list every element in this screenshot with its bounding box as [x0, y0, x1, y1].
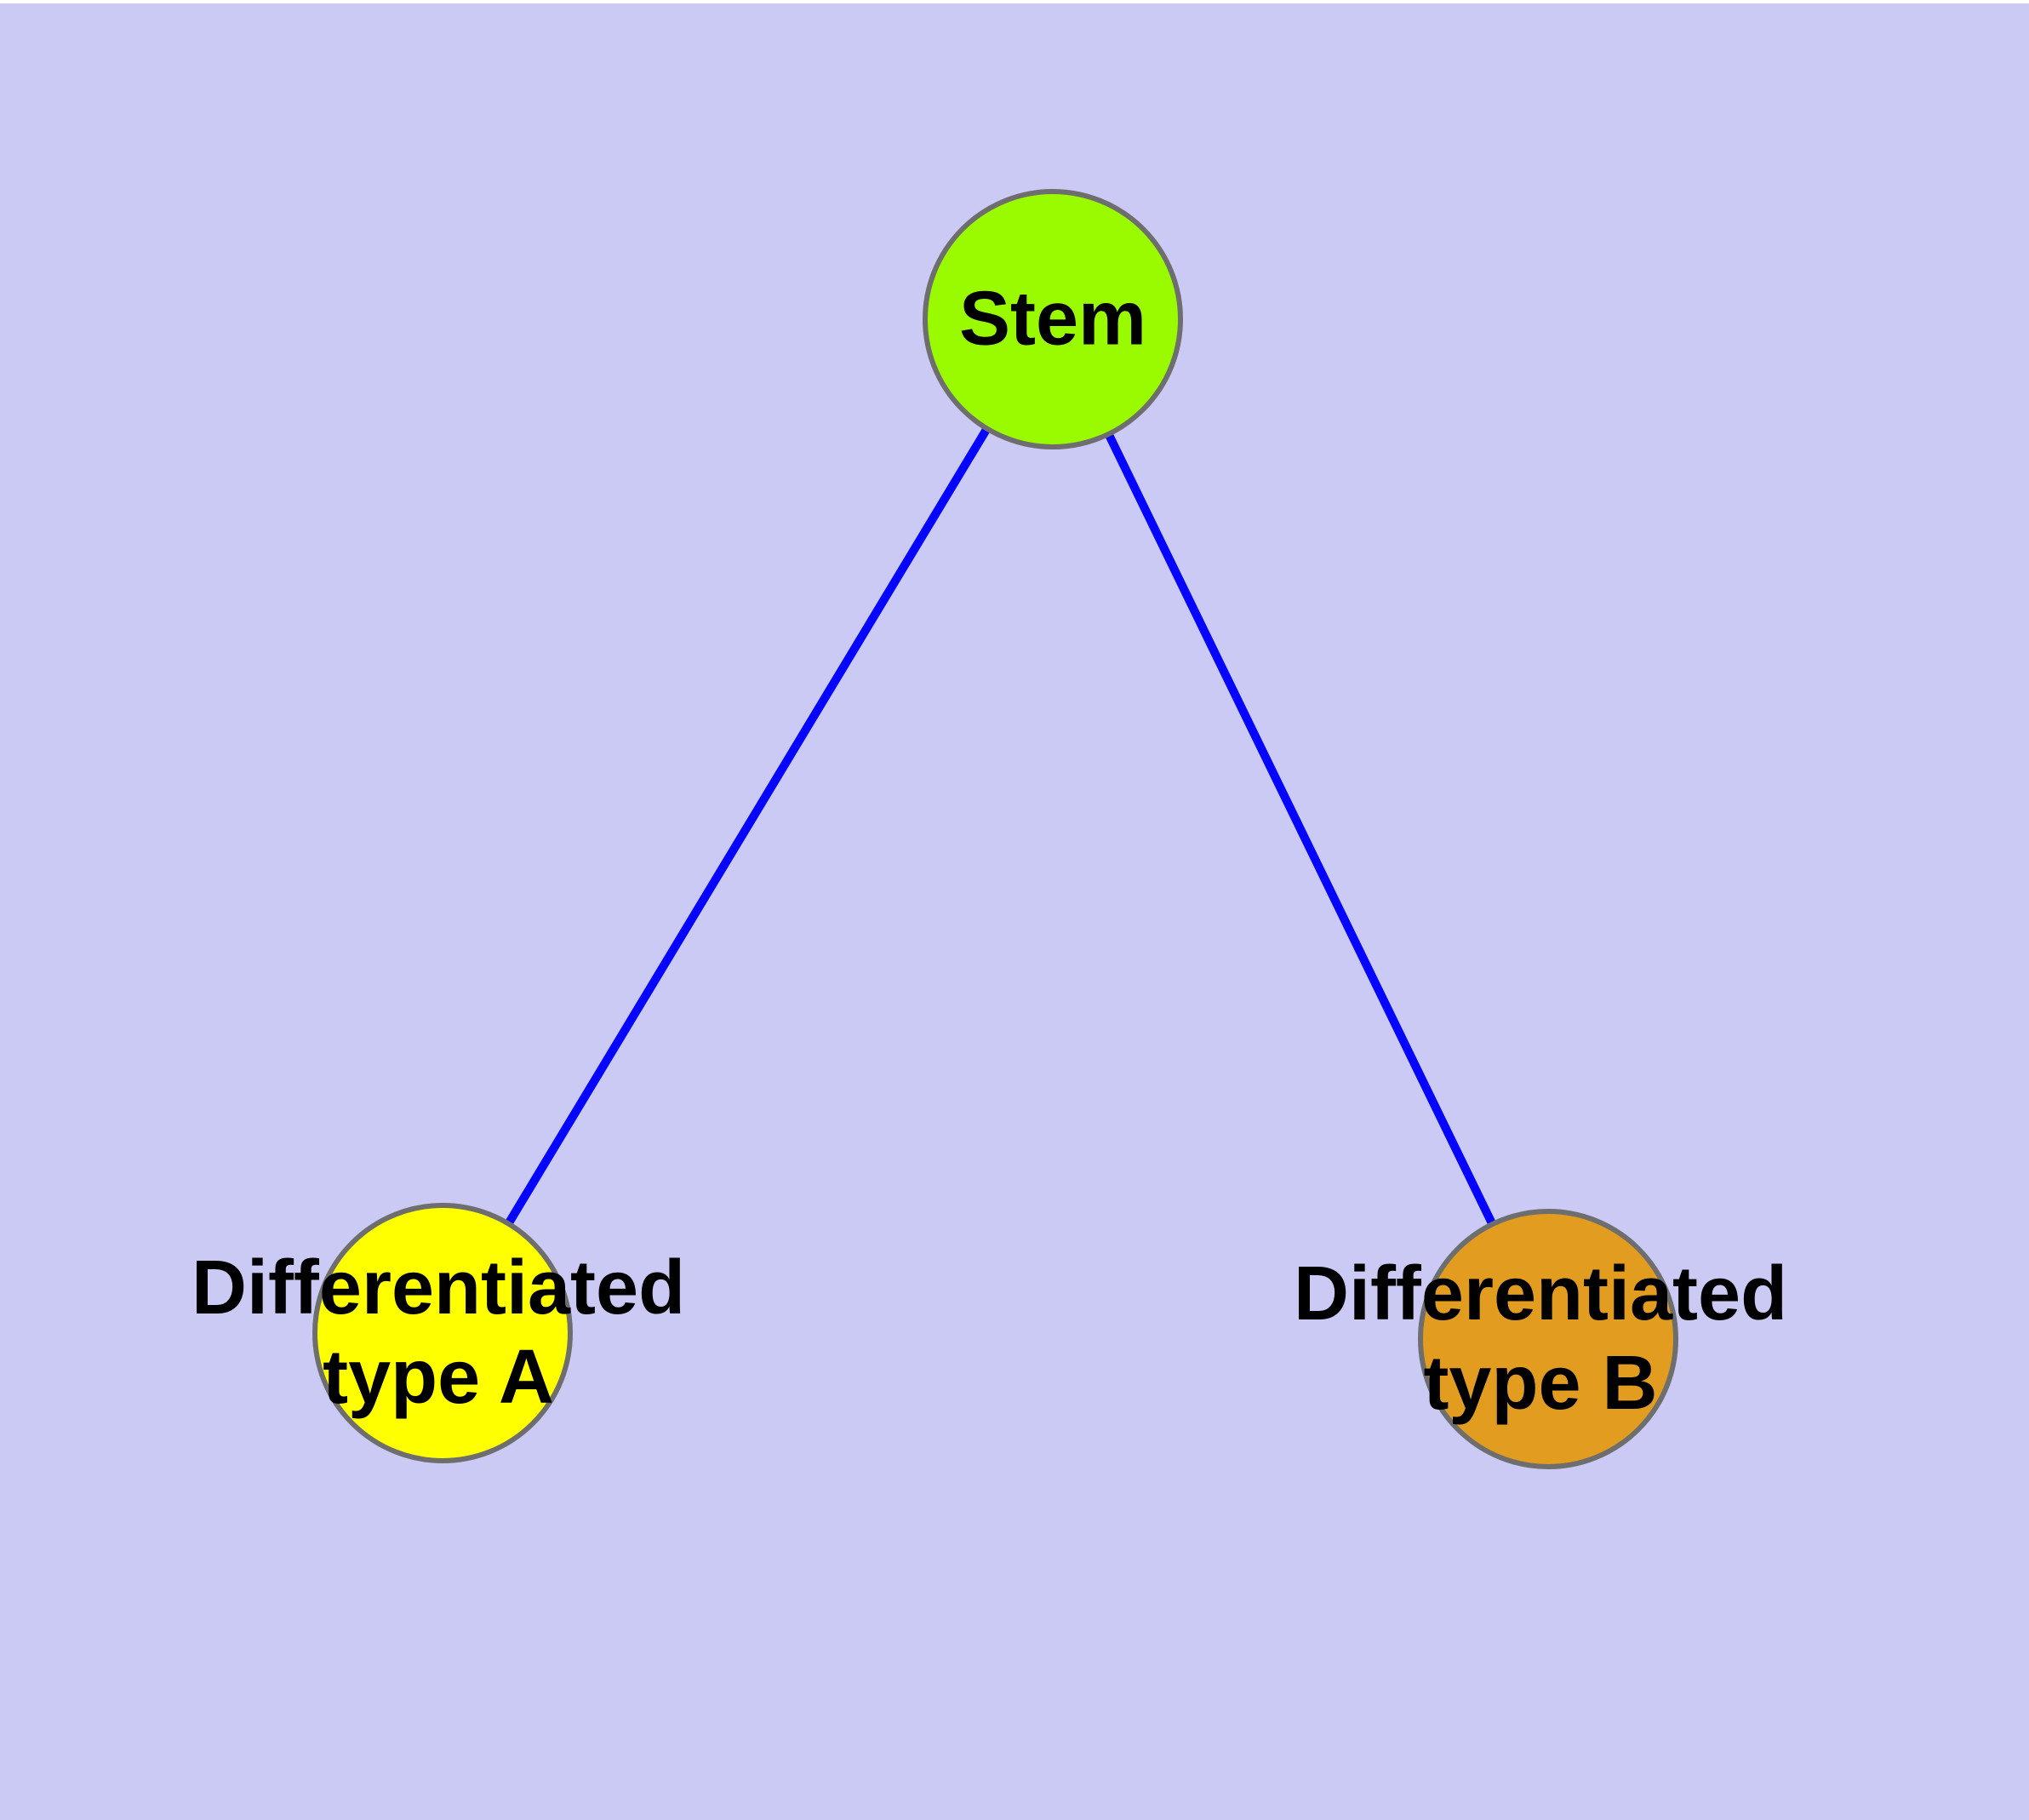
graph-canvas: Stem Differentiated type A Differentiate…	[0, 3, 2029, 1820]
node-label-differentiated-type-a: Differentiated type A	[191, 1244, 685, 1422]
edge-layer	[438, 317, 1552, 1342]
node-differentiated-type-a	[312, 1203, 573, 1463]
node-label-type-a-line1: Differentiated	[191, 1245, 686, 1331]
node-differentiated-type-b	[1418, 1209, 1678, 1469]
top-margin-strip	[0, 0, 2029, 3]
node-label-type-b-line1: Differentiated	[1293, 1251, 1788, 1336]
node-label-differentiated-type-b: Differentiated type B	[1294, 1250, 1787, 1428]
node-label-type-a-line2: type A	[323, 1335, 554, 1420]
node-stem	[923, 189, 1183, 449]
node-label-stem-line1: Stem	[958, 276, 1147, 362]
edge-stem-type-b	[1049, 317, 1552, 1342]
node-label-stem: Stem	[959, 275, 1146, 364]
node-label-type-b-line2: type B	[1423, 1341, 1658, 1426]
edge-stem-type-a	[438, 317, 1057, 1336]
